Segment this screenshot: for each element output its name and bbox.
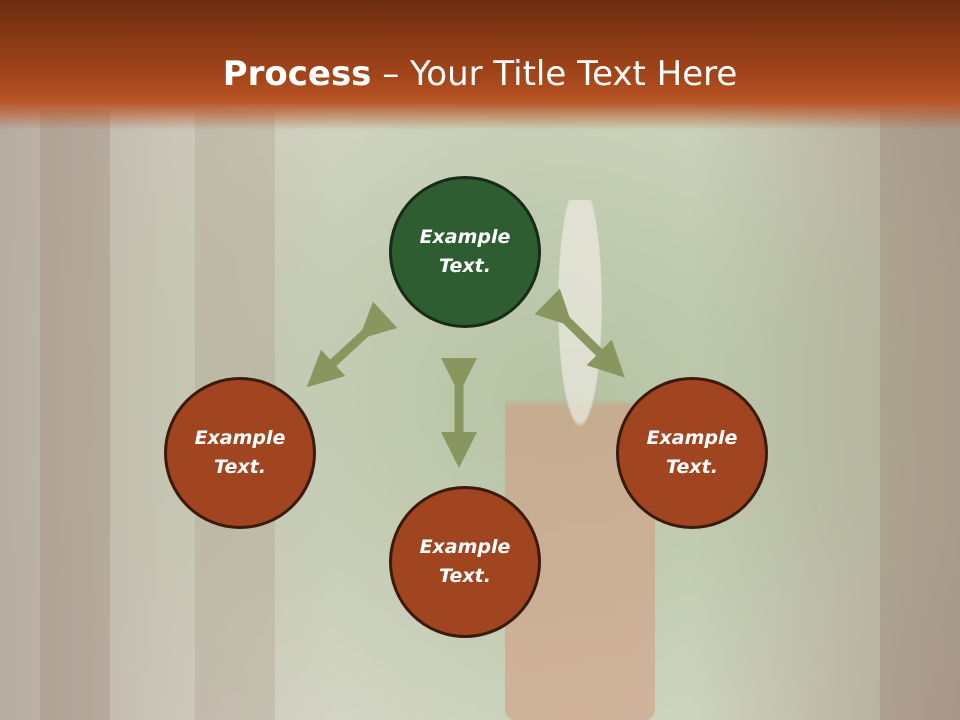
temple-pillar — [40, 110, 110, 720]
node-center[interactable]: Example Text. — [389, 176, 541, 328]
arrow-center-left — [306, 301, 398, 388]
node-left-text: Example Text. — [194, 427, 286, 478]
node-left[interactable]: Example Text. — [164, 377, 316, 529]
arrow-center-right — [534, 288, 625, 378]
temple-pillar — [880, 110, 960, 720]
title-bold: Process — [222, 54, 372, 94]
title-rest: – Your Title Text Here — [371, 54, 738, 94]
node-right[interactable]: Example Text. — [616, 377, 768, 529]
node-bottom-text: Example Text. — [419, 536, 511, 587]
slide-title[interactable]: Process – Your Title Text Here — [0, 52, 960, 96]
node-center-text: Example Text. — [419, 226, 511, 277]
node-right-text: Example Text. — [646, 427, 738, 478]
title-bar — [0, 0, 960, 130]
node-bottom[interactable]: Example Text. — [389, 486, 541, 638]
